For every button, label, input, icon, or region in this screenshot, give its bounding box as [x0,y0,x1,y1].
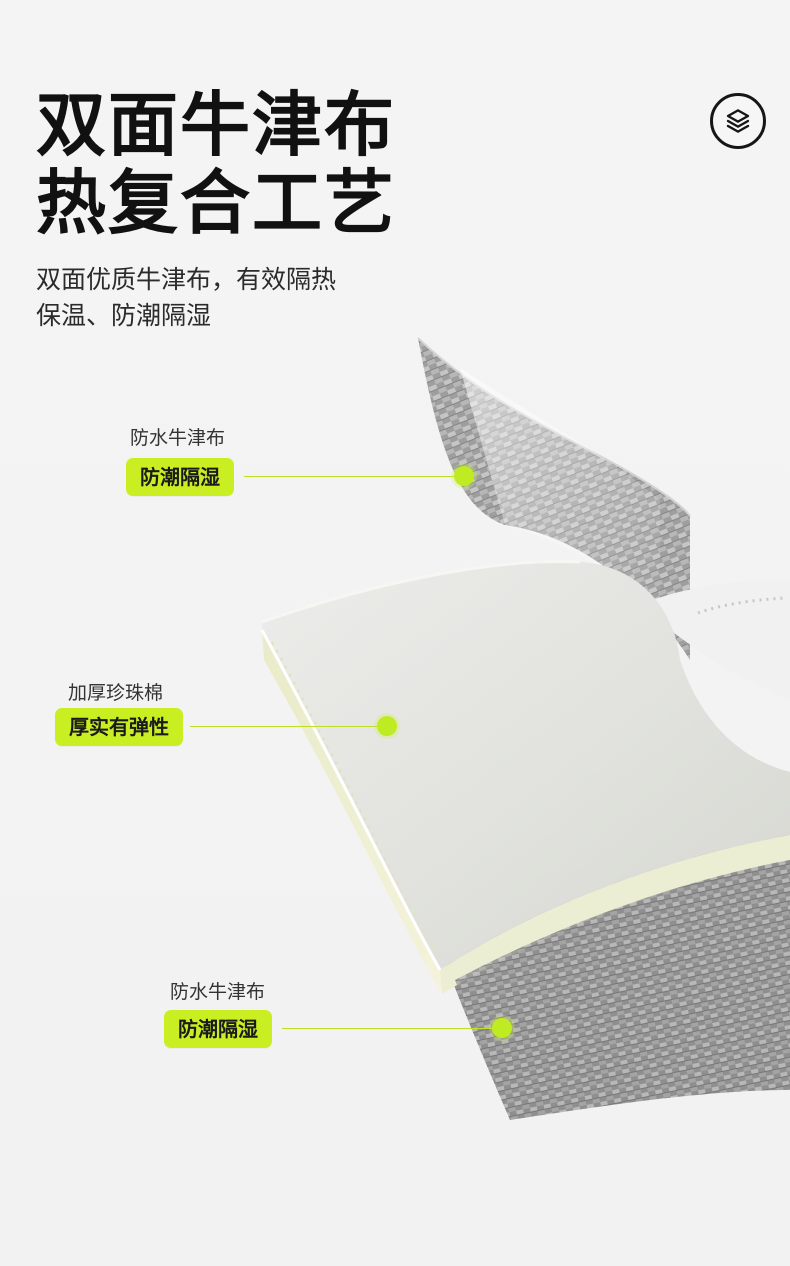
headline-line-1: 双面牛津布 [36,84,396,166]
callout-top-dot [454,466,474,486]
subtitle-line-2: 保温、防潮隔湿 [36,301,212,330]
callout-middle-dot [377,716,397,736]
subtitle: 双面优质牛津布，有效隔热 保温、防潮隔湿 [36,262,456,334]
subtitle-line-1: 双面优质牛津布，有效隔热 [36,265,337,294]
headline-line-2: 热复合工艺 [36,162,396,244]
layers-icon-svg [726,109,750,133]
callout-middle-line [190,726,386,727]
callout-top-label: 防水牛津布 [130,427,226,449]
callout-middle-tag: 厚实有弹性 [55,708,183,746]
callout-bottom-line [282,1028,496,1029]
callout-middle-label: 加厚珍珠棉 [68,682,164,704]
callout-bottom-label: 防水牛津布 [170,981,266,1003]
headline: 双面牛津布 热复合工艺 [36,86,556,242]
callout-top-tag: 防潮隔湿 [126,458,234,496]
callout-bottom-dot [492,1018,512,1038]
callout-bottom-tag: 防潮隔湿 [164,1010,272,1048]
layers-icon [710,93,766,149]
callout-top-line [244,476,460,477]
product-layers-illustration [260,337,790,1120]
